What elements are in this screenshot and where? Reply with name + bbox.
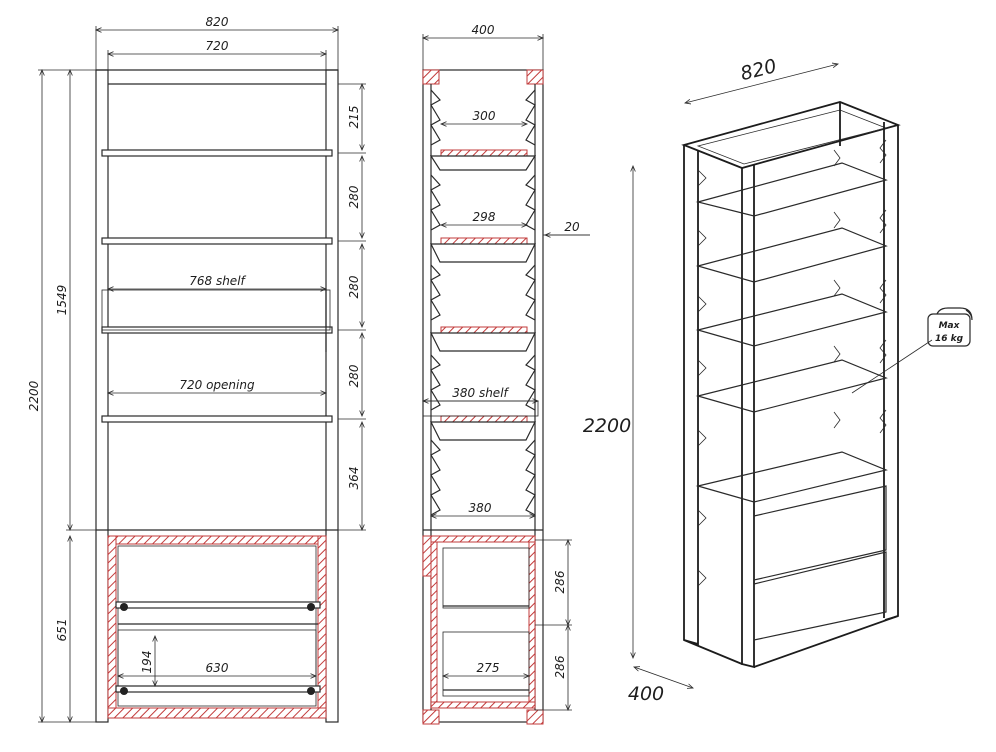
front-spacing-2: 280 bbox=[347, 185, 361, 208]
iso-view: 820 2200 400 Max 16 kg bbox=[583, 55, 973, 705]
front-shelf-1 bbox=[101, 149, 333, 157]
front-shelf-2 bbox=[101, 237, 333, 245]
side-drawer-depth: 275 bbox=[477, 661, 500, 675]
front-spacing-1: 215 bbox=[347, 106, 361, 129]
front-left-post bbox=[95, 69, 109, 723]
side-base-depth: 380 bbox=[469, 501, 492, 515]
side-depth-outer: 400 bbox=[472, 23, 495, 37]
front-opening-label: 720 opening bbox=[179, 378, 255, 392]
iso-height: 2200 bbox=[583, 415, 631, 437]
front-spacing-4: 280 bbox=[347, 364, 361, 387]
front-height-total: 2200 bbox=[27, 380, 41, 411]
front-drawer-rail-1 bbox=[115, 601, 321, 609]
side-drawer-height-1: 286 bbox=[553, 570, 567, 593]
side-depth-shelf: 298 bbox=[473, 210, 496, 224]
front-shelf-label: 768 shelf bbox=[189, 274, 246, 288]
front-drawer-rail-2 bbox=[115, 685, 321, 693]
front-shelf-4 bbox=[101, 415, 333, 423]
side-depth-top: 300 bbox=[473, 109, 496, 123]
front-spacing-3: 280 bbox=[347, 275, 361, 298]
front-width-inner: 720 bbox=[206, 39, 229, 53]
front-right-post bbox=[325, 69, 339, 723]
front-spacing-5: 364 bbox=[347, 467, 361, 490]
front-width-outer: 820 bbox=[206, 15, 229, 29]
front-height-lower: 651 bbox=[55, 619, 69, 642]
front-height-upper: 1549 bbox=[55, 285, 69, 316]
weight-badge-line2: 16 kg bbox=[935, 334, 964, 344]
side-thickness: 20 bbox=[564, 220, 580, 234]
side-drawer-height-2: 286 bbox=[553, 655, 567, 678]
front-drawer-height: 194 bbox=[140, 651, 154, 674]
weight-badge: Max 16 kg bbox=[851, 307, 973, 394]
side-view: 400 300 298 20 380 shelf 380 275 286 286 bbox=[423, 23, 590, 725]
iso-depth: 400 bbox=[628, 683, 664, 705]
weight-badge-line1: Max bbox=[939, 321, 961, 331]
side-shelf-depth: 380 shelf bbox=[452, 386, 509, 400]
front-view: 820 720 768 shelf 720 opening 2200 1549 … bbox=[27, 15, 366, 722]
front-drawer-width: 630 bbox=[206, 661, 229, 675]
